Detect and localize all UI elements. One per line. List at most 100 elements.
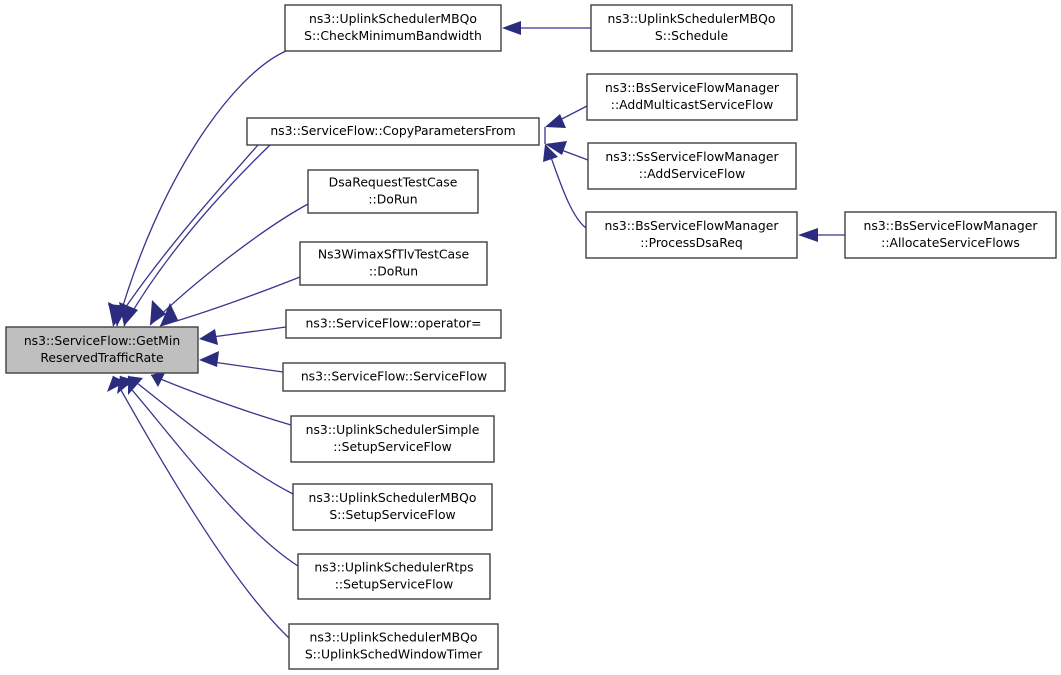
node-label-line: ns3::UplinkSchedulerSimple: [306, 422, 480, 437]
node-uplink-scheduler-simple-setup-service-flow[interactable]: ns3::UplinkSchedulerSimple::SetupService…: [290, 415, 495, 463]
node-root[interactable]: ns3::ServiceFlow::GetMinReservedTrafficR…: [5, 326, 199, 374]
node-label-line: Ns3WimaxSfTlvTestCase: [318, 247, 469, 262]
node-ns3wimax-sftlv-test-case-dorun[interactable]: Ns3WimaxSfTlvTestCase::DoRun: [299, 241, 488, 286]
node-label-line: S::SetupServiceFlow: [329, 507, 455, 522]
node-box[interactable]: [586, 73, 798, 121]
edge-copy-parameters-from-to-root: [108, 144, 259, 327]
arrow-head-icon: [151, 371, 166, 387]
node-add-multicast-service-flow[interactable]: ns3::BsServiceFlowManager::AddMulticastS…: [586, 73, 798, 121]
node-label-line: ns3::UplinkSchedulerMBQo: [309, 11, 477, 26]
edge-line: [112, 375, 290, 639]
node-label-line: ns3::BsServiceFlowManager: [605, 80, 780, 95]
node-label-line: ::AddServiceFlow: [639, 166, 745, 181]
node-label-line: ::ProcessDsaReq: [640, 235, 742, 250]
node-box[interactable]: [844, 211, 1057, 259]
node-label-line: ns3::ServiceFlow::GetMin: [24, 333, 180, 348]
node-ss-add-service-flow[interactable]: ns3::SsServiceFlowManager::AddServiceFlo…: [587, 142, 797, 190]
edge-line: [112, 144, 259, 327]
node-label-line: ns3::ServiceFlow::operator=: [306, 316, 482, 331]
node-box[interactable]: [587, 142, 797, 190]
node-label-line: ns3::SsServiceFlowManager: [605, 149, 779, 164]
node-label-line: DsaRequestTestCase: [329, 175, 458, 190]
node-allocate-service-flows[interactable]: ns3::BsServiceFlowManager::AllocateServi…: [844, 211, 1057, 259]
arrow-head-icon: [199, 329, 218, 345]
node-label-line: S::Schedule: [655, 28, 728, 43]
node-uplink-scheduler-rtps-setup-service-flow[interactable]: ns3::UplinkSchedulerRtps::SetupServiceFl…: [297, 553, 491, 600]
node-label-line: ::AddMulticastServiceFlow: [611, 97, 773, 112]
node-box[interactable]: [590, 4, 793, 52]
node-service-flow-constructor[interactable]: ns3::ServiceFlow::ServiceFlow: [282, 362, 506, 392]
edge-uplink-scheduler-rtps-setup-service-flow-to-root: [117, 375, 299, 567]
node-uplink-scheduler-mbqos-setup-service-flow[interactable]: ns3::UplinkSchedulerMBQoS::SetupServiceF…: [292, 483, 493, 531]
edge-service-flow-operator-assign-to-root: [199, 326, 287, 345]
node-box[interactable]: [5, 326, 199, 374]
node-uplink-sched-window-timer[interactable]: ns3::UplinkSchedulerMBQoS::UplinkSchedWi…: [288, 623, 499, 670]
arrow-head-icon: [199, 351, 219, 367]
node-box[interactable]: [290, 415, 495, 463]
node-box[interactable]: [297, 553, 491, 600]
node-box[interactable]: [282, 362, 506, 392]
node-label-line: ::SetupServiceFlow: [333, 439, 452, 454]
edge-line: [205, 360, 284, 373]
node-box[interactable]: [292, 483, 493, 531]
edge-ss-add-service-flow-to-copy-parameters-from: [545, 141, 589, 161]
node-label-line: ns3::BsServiceFlowManager: [605, 218, 780, 233]
arrow-head-icon: [545, 114, 566, 128]
edge-line: [127, 375, 294, 495]
edge-mbqos-schedule-to-check-minimum-bandwidth: [502, 21, 591, 35]
edge-ns3wimax-sftlv-test-case-dorun-to-root: [159, 276, 301, 327]
edge-line: [119, 375, 299, 567]
edge-service-flow-constructor-to-root: [199, 351, 284, 373]
node-box[interactable]: [585, 211, 798, 259]
arrow-head-icon: [545, 141, 567, 155]
node-box[interactable]: [288, 623, 499, 670]
node-label-line: ::SetupServiceFlow: [335, 577, 454, 592]
arrow-head-icon: [150, 300, 166, 325]
node-copy-parameters-from[interactable]: ns3::ServiceFlow::CopyParametersFrom: [246, 117, 540, 146]
edge-line: [116, 50, 287, 327]
edge-uplink-sched-window-timer-to-root: [107, 375, 290, 639]
node-label-line: ::DoRun: [369, 264, 418, 279]
arrow-head-icon: [798, 228, 818, 242]
node-service-flow-operator-assign[interactable]: ns3::ServiceFlow::operator=: [285, 309, 502, 339]
edge-line: [123, 144, 271, 327]
node-box[interactable]: [285, 309, 502, 339]
edge-uplink-scheduler-simple-setup-service-flow-to-root: [150, 371, 292, 426]
node-box[interactable]: [307, 169, 479, 214]
edge-line: [149, 203, 309, 326]
node-label-line: ::AllocateServiceFlows: [881, 235, 1020, 250]
arrow-head-icon: [119, 302, 138, 326]
edge-add-multicast-service-flow-to-copy-parameters-from: [545, 105, 588, 128]
node-label-line: ns3::UplinkSchedulerMBQo: [309, 490, 477, 505]
node-label-line: ns3::UplinkSchedulerMBQo: [310, 630, 478, 645]
node-box[interactable]: [299, 241, 488, 286]
edges-layer: [107, 21, 845, 639]
node-label-line: ::DoRun: [368, 192, 417, 207]
node-label-line: ns3::ServiceFlow::CopyParametersFrom: [270, 123, 515, 138]
node-dsa-request-test-case-dorun[interactable]: DsaRequestTestCase::DoRun: [307, 169, 479, 214]
node-check-minimum-bandwidth[interactable]: ns3::UplinkSchedulerMBQoS::CheckMinimumB…: [284, 4, 502, 52]
node-box[interactable]: [246, 117, 540, 146]
edge-line: [150, 374, 292, 426]
node-label-line: S::CheckMinimumBandwidth: [304, 28, 482, 43]
edge-dsa-request-test-case-dorun-to-root: [149, 203, 309, 326]
arrow-head-icon: [502, 21, 521, 35]
node-label-line: S::UplinkSchedWindowTimer: [305, 647, 483, 662]
edge-check-minimum-bandwidth-to-root: [108, 50, 287, 327]
edge-copy-parameters-from-to-root: [119, 144, 271, 327]
node-box[interactable]: [284, 4, 502, 52]
node-label-line: ReservedTrafficRate: [40, 350, 163, 365]
arrow-head-icon: [543, 144, 558, 162]
node-label-line: ns3::ServiceFlow::ServiceFlow: [301, 369, 487, 384]
node-label-line: ns3::BsServiceFlowManager: [864, 218, 1039, 233]
node-label-line: ns3::UplinkSchedulerRtps: [314, 560, 473, 575]
node-label-line: ns3::UplinkSchedulerMBQo: [608, 11, 776, 26]
edge-allocate-service-flows-to-process-dsa-req: [798, 228, 845, 242]
arrow-head-icon: [108, 302, 127, 326]
edge-line: [204, 326, 287, 339]
edge-line: [159, 276, 301, 327]
arrow-head-icon: [107, 376, 126, 392]
node-process-dsa-req[interactable]: ns3::BsServiceFlowManager::ProcessDsaReq: [585, 211, 798, 259]
